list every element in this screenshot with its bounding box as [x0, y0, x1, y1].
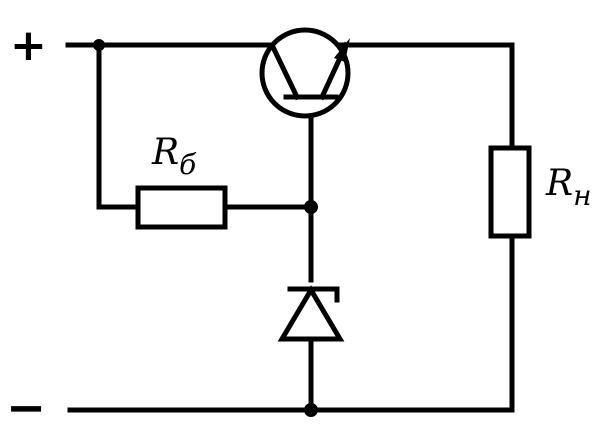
- emitter-to-load-wire: [337, 42, 515, 151]
- transistor-collector-lead: [268, 41, 301, 101]
- negative-rail-wire: [67, 233, 515, 413]
- zener-diode-bar: [287, 286, 340, 303]
- base-resistor: [135, 185, 228, 230]
- negative-rail-junction: [304, 403, 318, 417]
- base-resistor-label-main: R: [151, 132, 179, 173]
- load-resistor: [488, 145, 532, 239]
- positive-terminal-sign: +: [10, 20, 47, 71]
- base-resistor-label-subscript: б: [179, 148, 197, 181]
- zener-diode-triangle: [277, 285, 345, 342]
- base-resistor-feed-wire: [96, 42, 141, 210]
- transistor: [259, 27, 351, 119]
- load-resistor-label-main: R: [545, 163, 573, 204]
- load-resistor-label-subscript: н: [573, 179, 591, 212]
- base-resistor-label: Rб: [151, 132, 197, 181]
- negative-terminal-sign: −: [6, 380, 46, 427]
- transistor-emitter-arrow: [334, 38, 350, 62]
- load-resistor-label: Rн: [545, 163, 592, 212]
- zener-diode: [277, 285, 345, 342]
